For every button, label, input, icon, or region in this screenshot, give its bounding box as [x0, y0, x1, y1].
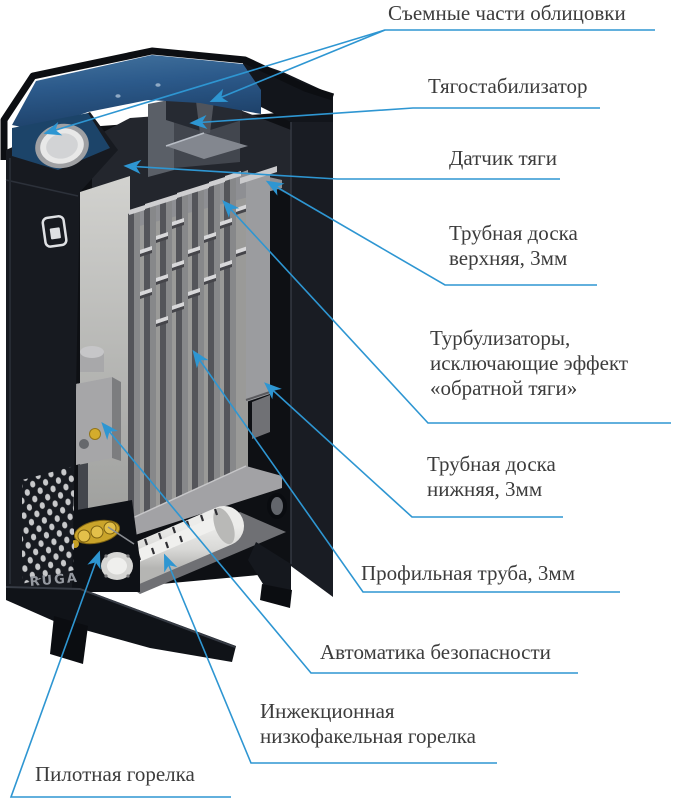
- draft-stabilizer-flap: [165, 132, 248, 159]
- leader-draft-stabilizer: [189, 107, 600, 130]
- label-text: Датчик тяги: [449, 146, 557, 170]
- boiler-body: RUGA: [0, 47, 335, 664]
- front-panel: RUGA: [5, 112, 118, 590]
- label-lower-tube-plate: Трубная доска нижняя, 3мм: [427, 452, 556, 502]
- leader-profile-tube: [192, 349, 620, 593]
- brand-logo: RUGA: [29, 571, 79, 590]
- label-draft-stabilizer: Тягостабилизатор: [428, 74, 588, 99]
- label-removable-casing-parts: Съемные части облицовки: [388, 1, 626, 26]
- label-turbulators: Турбулизаторы, исключающие эффект «обрат…: [430, 326, 628, 401]
- label-text: Съемные части облицовки: [388, 1, 626, 25]
- leader-lines: [9, 29, 671, 798]
- leader-upper-tube-plate: [265, 180, 597, 286]
- top-cover: [12, 55, 261, 130]
- leader-turbulators: [222, 200, 671, 424]
- base-feet: [5, 586, 236, 664]
- label-text: Профильная труба, 3мм: [361, 561, 575, 585]
- leader-safety-automatics: [101, 421, 578, 674]
- control-display: [41, 215, 68, 248]
- leader-pilot-burner: [9, 550, 231, 798]
- casing-port: [35, 123, 89, 169]
- right-tube-plate-edge: [240, 166, 277, 439]
- label-text: Тягостабилизатор: [428, 74, 588, 98]
- label-text: Трубная доска: [449, 221, 578, 245]
- profile-tube-fins: [134, 176, 236, 524]
- label-safety-automatics: Автоматика безопасности: [320, 640, 551, 665]
- label-draft-sensor: Датчик тяги: [449, 146, 557, 171]
- label-text: Инжекционная: [260, 699, 395, 723]
- label-upper-tube-plate: Трубная доска верхняя, 3мм: [449, 221, 578, 271]
- label-profile-tube: Профильная труба, 3мм: [361, 561, 575, 586]
- lower-tube-plate-part: [127, 465, 282, 536]
- leader-removable-casing-b: [209, 29, 386, 103]
- label-text: Пилотная горелка: [35, 762, 195, 786]
- label-text: Турбулизаторы,: [430, 326, 571, 350]
- casing-outline: [0, 47, 335, 160]
- label-text: Автоматика безопасности: [320, 640, 551, 664]
- right-side-wall: [248, 96, 333, 608]
- label-text: нижняя, 3мм: [427, 477, 543, 501]
- leader-draft-sensor: [123, 159, 560, 180]
- perforated-grill: [22, 466, 74, 584]
- label-text: Трубная доска: [427, 452, 556, 476]
- label-pilot-burner: Пилотная горелка: [35, 762, 195, 787]
- label-text: низкофакельная горелка: [260, 724, 476, 748]
- leader-injection-burner: [163, 553, 497, 764]
- heat-exchanger: [127, 166, 282, 536]
- label-injection-burner: Инжекционная низкофакельная горелка: [260, 699, 476, 749]
- label-text: верхняя, 3мм: [449, 246, 568, 270]
- turbulator-baffles: [140, 204, 248, 327]
- leader-lower-tube-plate: [264, 382, 563, 518]
- label-text: «обратной тяги»: [430, 376, 578, 400]
- label-text: исключающие эффект: [430, 351, 629, 375]
